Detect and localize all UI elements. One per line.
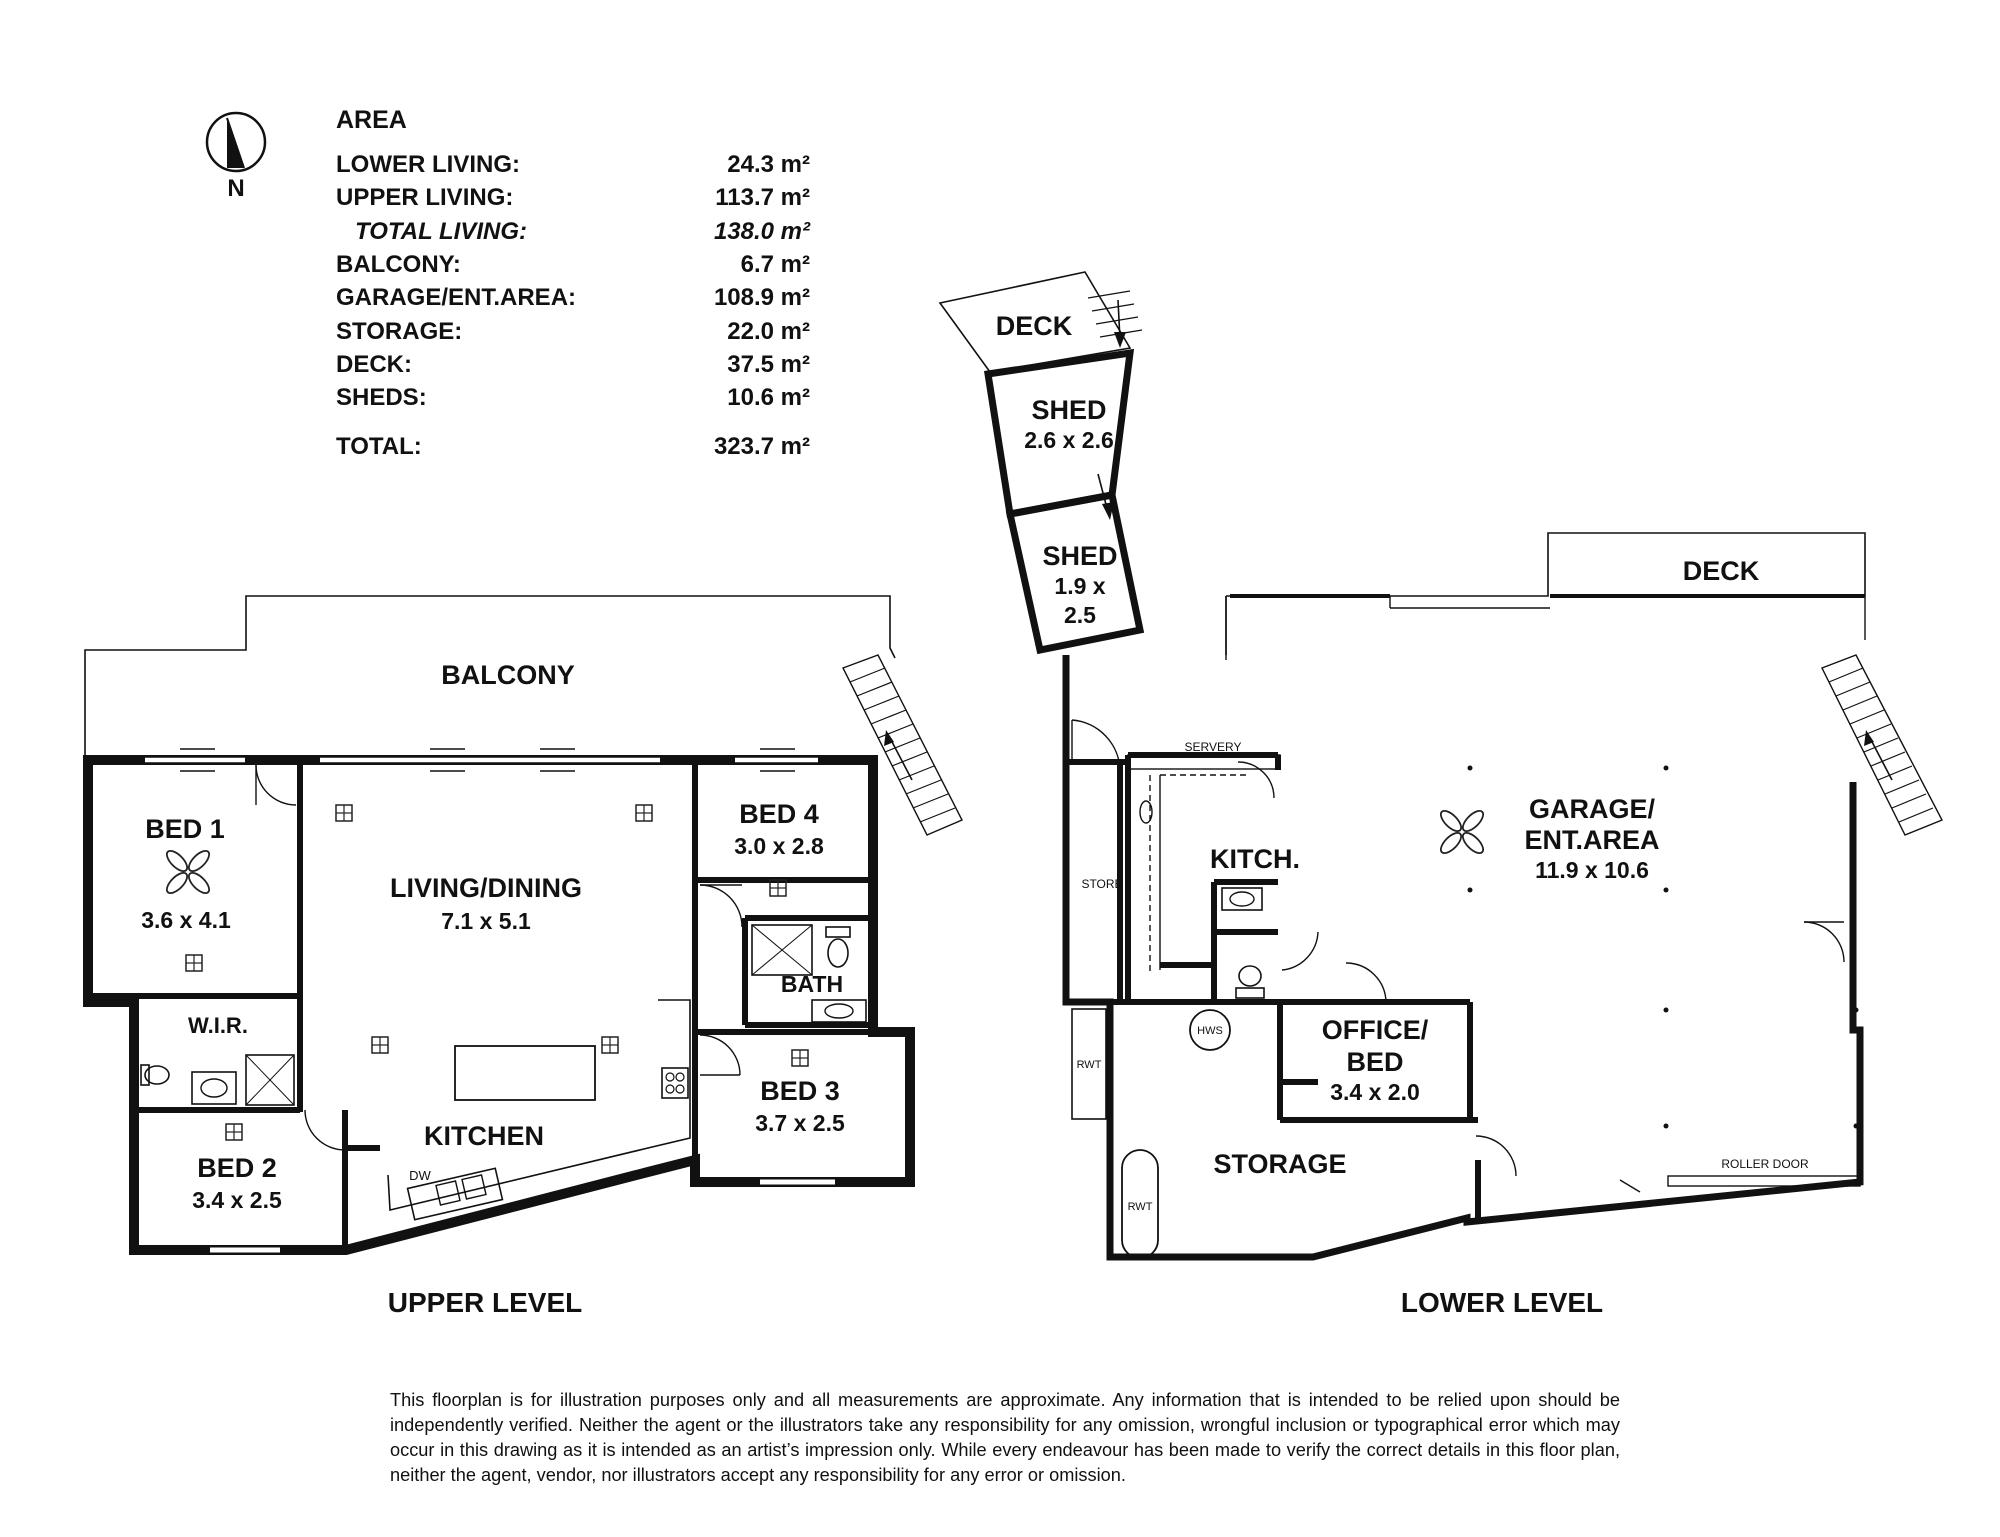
bed1-dims: 3.6 x 4.1 — [141, 907, 231, 933]
light-icon — [791, 1049, 809, 1067]
living-dims: 7.1 x 5.1 — [441, 908, 531, 934]
compass-letter: N — [227, 175, 244, 202]
area-row-value: 37.5 m² — [727, 351, 810, 378]
bath-label: BATH — [781, 971, 843, 997]
bed2-dims: 3.4 x 2.5 — [192, 1187, 282, 1213]
sink-icon — [406, 1167, 504, 1221]
garage-line2: ENT.AREA — [1524, 825, 1659, 855]
lower-level-plan — [938, 271, 1943, 1261]
hws-label: HWS — [1197, 1025, 1223, 1037]
area-table: LOWER LIVING: 24.3 m² UPPER LIVING: 113.7 m… — [336, 151, 811, 460]
office-line1: OFFICE/ — [1322, 1015, 1429, 1045]
area-row-label: BALCONY: — [336, 251, 461, 278]
area-row-label: TOTAL: — [336, 433, 422, 460]
store-label: STORE — [1081, 877, 1122, 891]
bed4-name: BED 4 — [739, 799, 819, 829]
upper-level-title: UPPER LEVEL — [388, 1287, 582, 1318]
light-icon — [225, 1123, 243, 1141]
office-dims: 3.4 x 2.0 — [1330, 1079, 1420, 1105]
shed1-name: SHED — [1031, 395, 1106, 425]
area-row-label: DECK: — [336, 351, 412, 378]
lower-level-title: LOWER LEVEL — [1401, 1287, 1603, 1318]
rwt1-label: RWT — [1077, 1059, 1102, 1071]
ensuite-toilet-icon — [140, 1064, 170, 1086]
shed2-dims-line1: 1.9 x — [1054, 573, 1105, 599]
wir-label: W.I.R. — [188, 1013, 248, 1038]
north-arrow-icon — [205, 111, 267, 173]
kitchen-label: KITCHEN — [424, 1121, 544, 1151]
living-name: LIVING/DINING — [390, 873, 582, 903]
bed2-name: BED 2 — [197, 1153, 277, 1183]
lower-deck-label: DECK — [1683, 556, 1760, 586]
shower-icon — [751, 924, 813, 976]
kitch-basin-icon — [1221, 887, 1263, 911]
bed1-name: BED 1 — [145, 814, 225, 844]
dw-label: DW — [409, 1168, 431, 1183]
light-icon — [601, 1036, 619, 1054]
cooktop-icon — [661, 1067, 689, 1099]
garage-line1: GARAGE/ — [1529, 794, 1656, 824]
toilet-icon — [825, 926, 851, 968]
bed3-name: BED 3 — [760, 1076, 840, 1106]
area-row-value: 108.9 m² — [714, 284, 810, 311]
light-icon — [635, 804, 653, 822]
area-row-label: STORAGE: — [336, 318, 462, 345]
shed2-name: SHED — [1042, 541, 1117, 571]
roller-door-label: ROLLER DOOR — [1721, 1157, 1809, 1171]
upper-level-plan — [83, 595, 963, 1255]
garage-dims: 11.9 x 10.6 — [1535, 857, 1649, 883]
area-row-value: 10.6 m² — [727, 384, 810, 411]
area-row-label: LOWER LIVING: — [336, 151, 520, 178]
area-row-value: 323.7 m² — [714, 433, 810, 460]
light-icon — [371, 1036, 389, 1054]
area-row-label: SHEDS: — [336, 384, 427, 411]
light-icon — [185, 954, 203, 972]
light-icon — [335, 804, 353, 822]
ensuite-basin-icon — [191, 1071, 237, 1105]
basin-icon — [811, 999, 867, 1023]
area-row-value: 22.0 m² — [727, 318, 810, 345]
area-heading: AREA — [336, 106, 407, 134]
ensuite-shower-icon — [245, 1054, 295, 1106]
area-row-value: 24.3 m² — [727, 151, 810, 178]
area-row-value: 113.7 m² — [715, 184, 810, 211]
area-row-label: GARAGE/ENT.AREA: — [336, 284, 576, 311]
rwt2-label: RWT — [1128, 1201, 1153, 1213]
shed2-dims-line2: 2.5 — [1064, 602, 1096, 628]
office-line2: BED — [1346, 1047, 1403, 1077]
balcony-label: BALCONY — [441, 660, 575, 690]
storage-label: STORAGE — [1213, 1149, 1346, 1179]
kitch-toilet-icon — [1235, 965, 1265, 999]
area-row-value: 138.0 m² — [714, 218, 811, 245]
disclaimer: This floorplan is for illustration purpo… — [390, 1390, 1620, 1485]
bed3-dims: 3.7 x 2.5 — [755, 1110, 845, 1136]
shed1-dims: 2.6 x 2.6 — [1024, 427, 1114, 453]
area-row-value: 6.7 m² — [741, 251, 810, 278]
area-row-label: UPPER LIVING: — [336, 184, 513, 211]
garage-fan-icon — [1436, 806, 1488, 858]
kitch-label: KITCH. — [1210, 844, 1300, 874]
bed4-dims: 3.0 x 2.8 — [734, 833, 824, 859]
servery-label: SERVERY — [1185, 740, 1242, 754]
lower-deck-top-label: DECK — [996, 311, 1073, 341]
area-row-label: TOTAL LIVING: — [355, 218, 527, 245]
ceiling-fan-icon — [162, 846, 214, 898]
